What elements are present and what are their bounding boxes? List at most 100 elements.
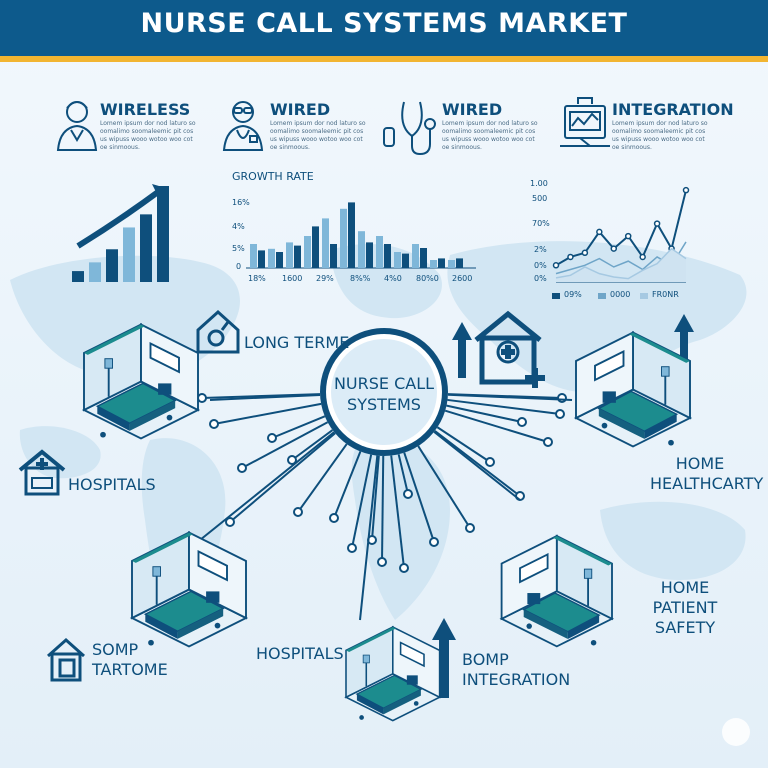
ytick-label: 500 — [532, 194, 548, 203]
connector-node — [377, 557, 387, 567]
bed-mattress — [522, 592, 601, 633]
room-trim — [84, 324, 145, 355]
wall-monitor — [149, 341, 180, 374]
room-bottom-right — [499, 534, 615, 648]
data-point — [610, 245, 618, 252]
connector-line — [434, 430, 521, 497]
connector-node — [557, 393, 567, 403]
connector-node — [485, 457, 495, 467]
wall-monitor — [399, 641, 425, 668]
room-bottom-center — [344, 625, 442, 722]
connector-node — [399, 563, 409, 573]
bar — [394, 252, 401, 268]
connector-node — [225, 517, 235, 527]
xtick-label: 2600 — [452, 274, 473, 283]
bar — [322, 218, 329, 268]
bar — [376, 236, 383, 268]
somp-home-icon — [47, 637, 85, 682]
bar — [123, 227, 135, 282]
call-console — [527, 593, 541, 605]
bed-wheel — [413, 701, 419, 706]
doctor-icon — [222, 101, 264, 151]
connector-node — [329, 513, 339, 523]
room-trim — [132, 532, 193, 563]
feature-desc-wired: Lomem ipsum dor nod laturo sooomalimo so… — [270, 120, 366, 151]
xtick-label: 1600 — [282, 274, 303, 283]
growth-rate-chart — [246, 202, 476, 269]
bar — [276, 252, 283, 268]
bar — [438, 258, 445, 268]
bar — [330, 244, 337, 268]
bed-end — [523, 609, 568, 640]
monitor-icon — [560, 97, 610, 147]
bar — [340, 208, 347, 268]
header-bar — [0, 0, 768, 56]
data-point — [581, 249, 589, 257]
connector-line — [209, 393, 321, 401]
bed-wheel — [100, 431, 106, 438]
bar — [420, 248, 427, 268]
connector-line — [359, 455, 379, 621]
trend-arrow-icon — [76, 189, 160, 249]
feature-desc-wired-2: Lomem ipsum dor nod laturo sooomalimo so… — [442, 120, 538, 151]
connector-line — [444, 409, 549, 443]
hospital-home-icon — [18, 449, 66, 496]
bar — [312, 226, 319, 268]
connector-line — [446, 404, 523, 423]
connector-node — [555, 409, 565, 419]
data-point — [639, 253, 646, 261]
hub-label: NURSE CALL SYSTEMS — [322, 373, 446, 415]
data-point — [567, 253, 574, 261]
bar — [157, 186, 169, 282]
line-series — [555, 189, 687, 267]
ytick-label: 70% — [532, 219, 550, 228]
xtick-label: 8%% — [350, 274, 371, 283]
connector-line — [241, 421, 329, 469]
connector-line — [417, 445, 471, 529]
bed-wheel — [359, 715, 364, 720]
ytick-label: 0% — [534, 261, 547, 270]
bed-side — [97, 406, 130, 431]
ytick-label: 16% — [232, 198, 250, 207]
room-top-left — [81, 322, 201, 440]
connector-line — [333, 451, 362, 519]
legend-swatch — [640, 293, 648, 299]
bed-end — [177, 608, 224, 639]
wall-monitor — [594, 349, 625, 382]
growth-bar-chart — [72, 186, 169, 282]
connector-node — [209, 419, 219, 429]
line-series — [555, 247, 687, 280]
bed-mattress — [143, 590, 225, 633]
connector-node — [293, 507, 303, 517]
bed-end — [129, 400, 176, 431]
iv-bag — [104, 358, 113, 369]
bed-wheel — [214, 622, 221, 629]
bed-mattress — [95, 382, 177, 425]
iv-bag — [152, 566, 161, 577]
label-hospitals-bottom: HOSPITALS — [256, 644, 344, 663]
call-console — [602, 391, 616, 403]
bar — [358, 231, 365, 268]
wall-monitor — [519, 552, 549, 584]
room-top-right — [573, 330, 693, 448]
connector-line — [436, 426, 491, 463]
legend-label: FR0NR — [652, 290, 679, 299]
bar — [294, 245, 301, 268]
connector-line — [291, 429, 334, 461]
bar — [304, 236, 311, 268]
bed-mattress — [355, 674, 423, 709]
connector-line — [397, 454, 409, 495]
patient-rooms — [81, 322, 693, 722]
bar — [430, 260, 437, 268]
connector-node — [347, 543, 357, 553]
bar — [448, 260, 455, 268]
xtick-label: 18% — [248, 274, 266, 283]
bed-end — [383, 689, 421, 715]
bar — [106, 249, 118, 282]
bar — [268, 248, 275, 268]
label-home-health-2: HEALTHCARTY — [650, 474, 764, 493]
bed-wheel — [668, 439, 674, 446]
bar — [89, 262, 101, 282]
connector-node — [267, 433, 277, 443]
